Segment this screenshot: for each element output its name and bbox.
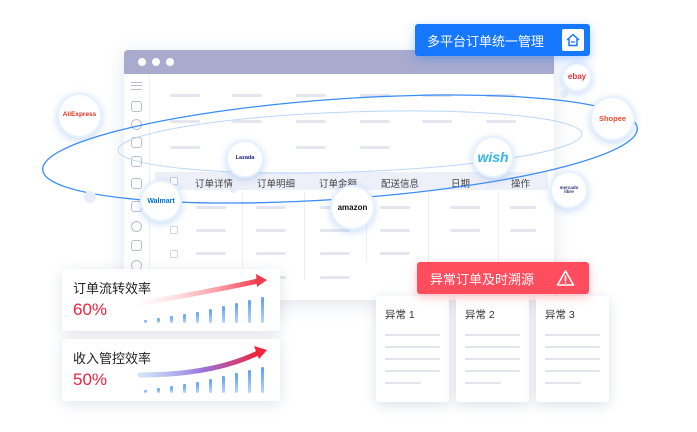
platform-bubble-aliexpress[interactable]: AliExpress [57, 93, 102, 138]
wish-logo: wish [477, 149, 509, 165]
mercado-logo: mercado libre [559, 184, 579, 194]
efficiency-value: 60% [73, 300, 108, 319]
shop-icon[interactable] [131, 240, 142, 251]
efficiency-card-revenue-control: 收入管控效率 50% [62, 339, 280, 401]
aliexpress-logo: AliExpress [62, 111, 97, 119]
home-nav-icon[interactable] [131, 137, 142, 148]
column-header[interactable]: 操作 [511, 179, 531, 190]
platform-bubble-shopee[interactable]: Shopee [590, 96, 635, 141]
window-maximize-dot[interactable] [166, 58, 174, 66]
walmart-logo: Walmart [147, 197, 175, 205]
home-icon [562, 29, 584, 51]
column-header[interactable]: 订单详情 [195, 179, 234, 190]
exception-card-title: 异常 2 [465, 309, 495, 321]
window-minimize-dot[interactable] [152, 58, 160, 66]
platform-bubble-lazada[interactable]: Lazada [226, 140, 264, 178]
platform-bubble-walmart[interactable]: Walmart [140, 180, 182, 222]
platform-bubble-mercado[interactable]: mercado libre [550, 171, 588, 209]
platform-bubble-wish[interactable]: wish [472, 136, 514, 178]
platform-bubble-amazon[interactable]: amazon [330, 185, 375, 230]
exception-card-title: 异常 3 [545, 309, 575, 321]
clipboard-icon[interactable] [131, 178, 142, 189]
menu-icon[interactable] [131, 82, 142, 90]
shopee-logo: Shopee [598, 113, 627, 123]
warning-icon [556, 270, 575, 286]
exception-card[interactable]: 异常 3 [536, 296, 609, 402]
trend-arrow-icon [139, 274, 267, 306]
efficiency-value: 50% [73, 370, 108, 389]
exception-trace-banner[interactable]: 异常订单及时溯源 [417, 262, 589, 294]
decor-dot [560, 90, 568, 98]
column-header[interactable]: 配送信息 [381, 179, 420, 190]
trend-arrow-icon [137, 346, 267, 378]
window-close-dot[interactable] [138, 58, 146, 66]
exception-card-title: 异常 1 [385, 309, 415, 321]
decor-dot [230, 186, 237, 193]
globe-icon[interactable] [131, 119, 142, 130]
efficiency-label: 收入管控效率 [73, 351, 152, 366]
platform-bubble-ebay[interactable]: ebay [562, 62, 592, 92]
settings-icon[interactable] [131, 221, 142, 232]
exception-card[interactable]: 异常 1 [376, 296, 449, 402]
row-checkbox[interactable] [170, 250, 178, 258]
truck-icon[interactable] [131, 156, 142, 167]
multi-platform-banner[interactable]: 多平台订单统一管理 [415, 24, 590, 56]
efficiency-card-order-flow: 订单流转效率 60% [62, 269, 280, 331]
lazada-logo: Lazada [235, 155, 255, 162]
image-icon[interactable] [131, 101, 142, 112]
exception-trace-banner-label: 异常订单及时溯源 [430, 271, 535, 287]
multi-platform-banner-label: 多平台订单统一管理 [427, 33, 545, 49]
decor-dot [84, 191, 96, 203]
exception-card[interactable]: 异常 2 [456, 296, 529, 402]
row-checkbox[interactable] [170, 226, 178, 234]
column-header[interactable]: 订单明细 [257, 179, 296, 190]
efficiency-label: 订单流转效率 [73, 281, 152, 296]
amazon-logo: amazon [337, 202, 368, 212]
column-header[interactable]: 日期 [451, 179, 471, 190]
ebay-logo: ebay [567, 72, 587, 81]
